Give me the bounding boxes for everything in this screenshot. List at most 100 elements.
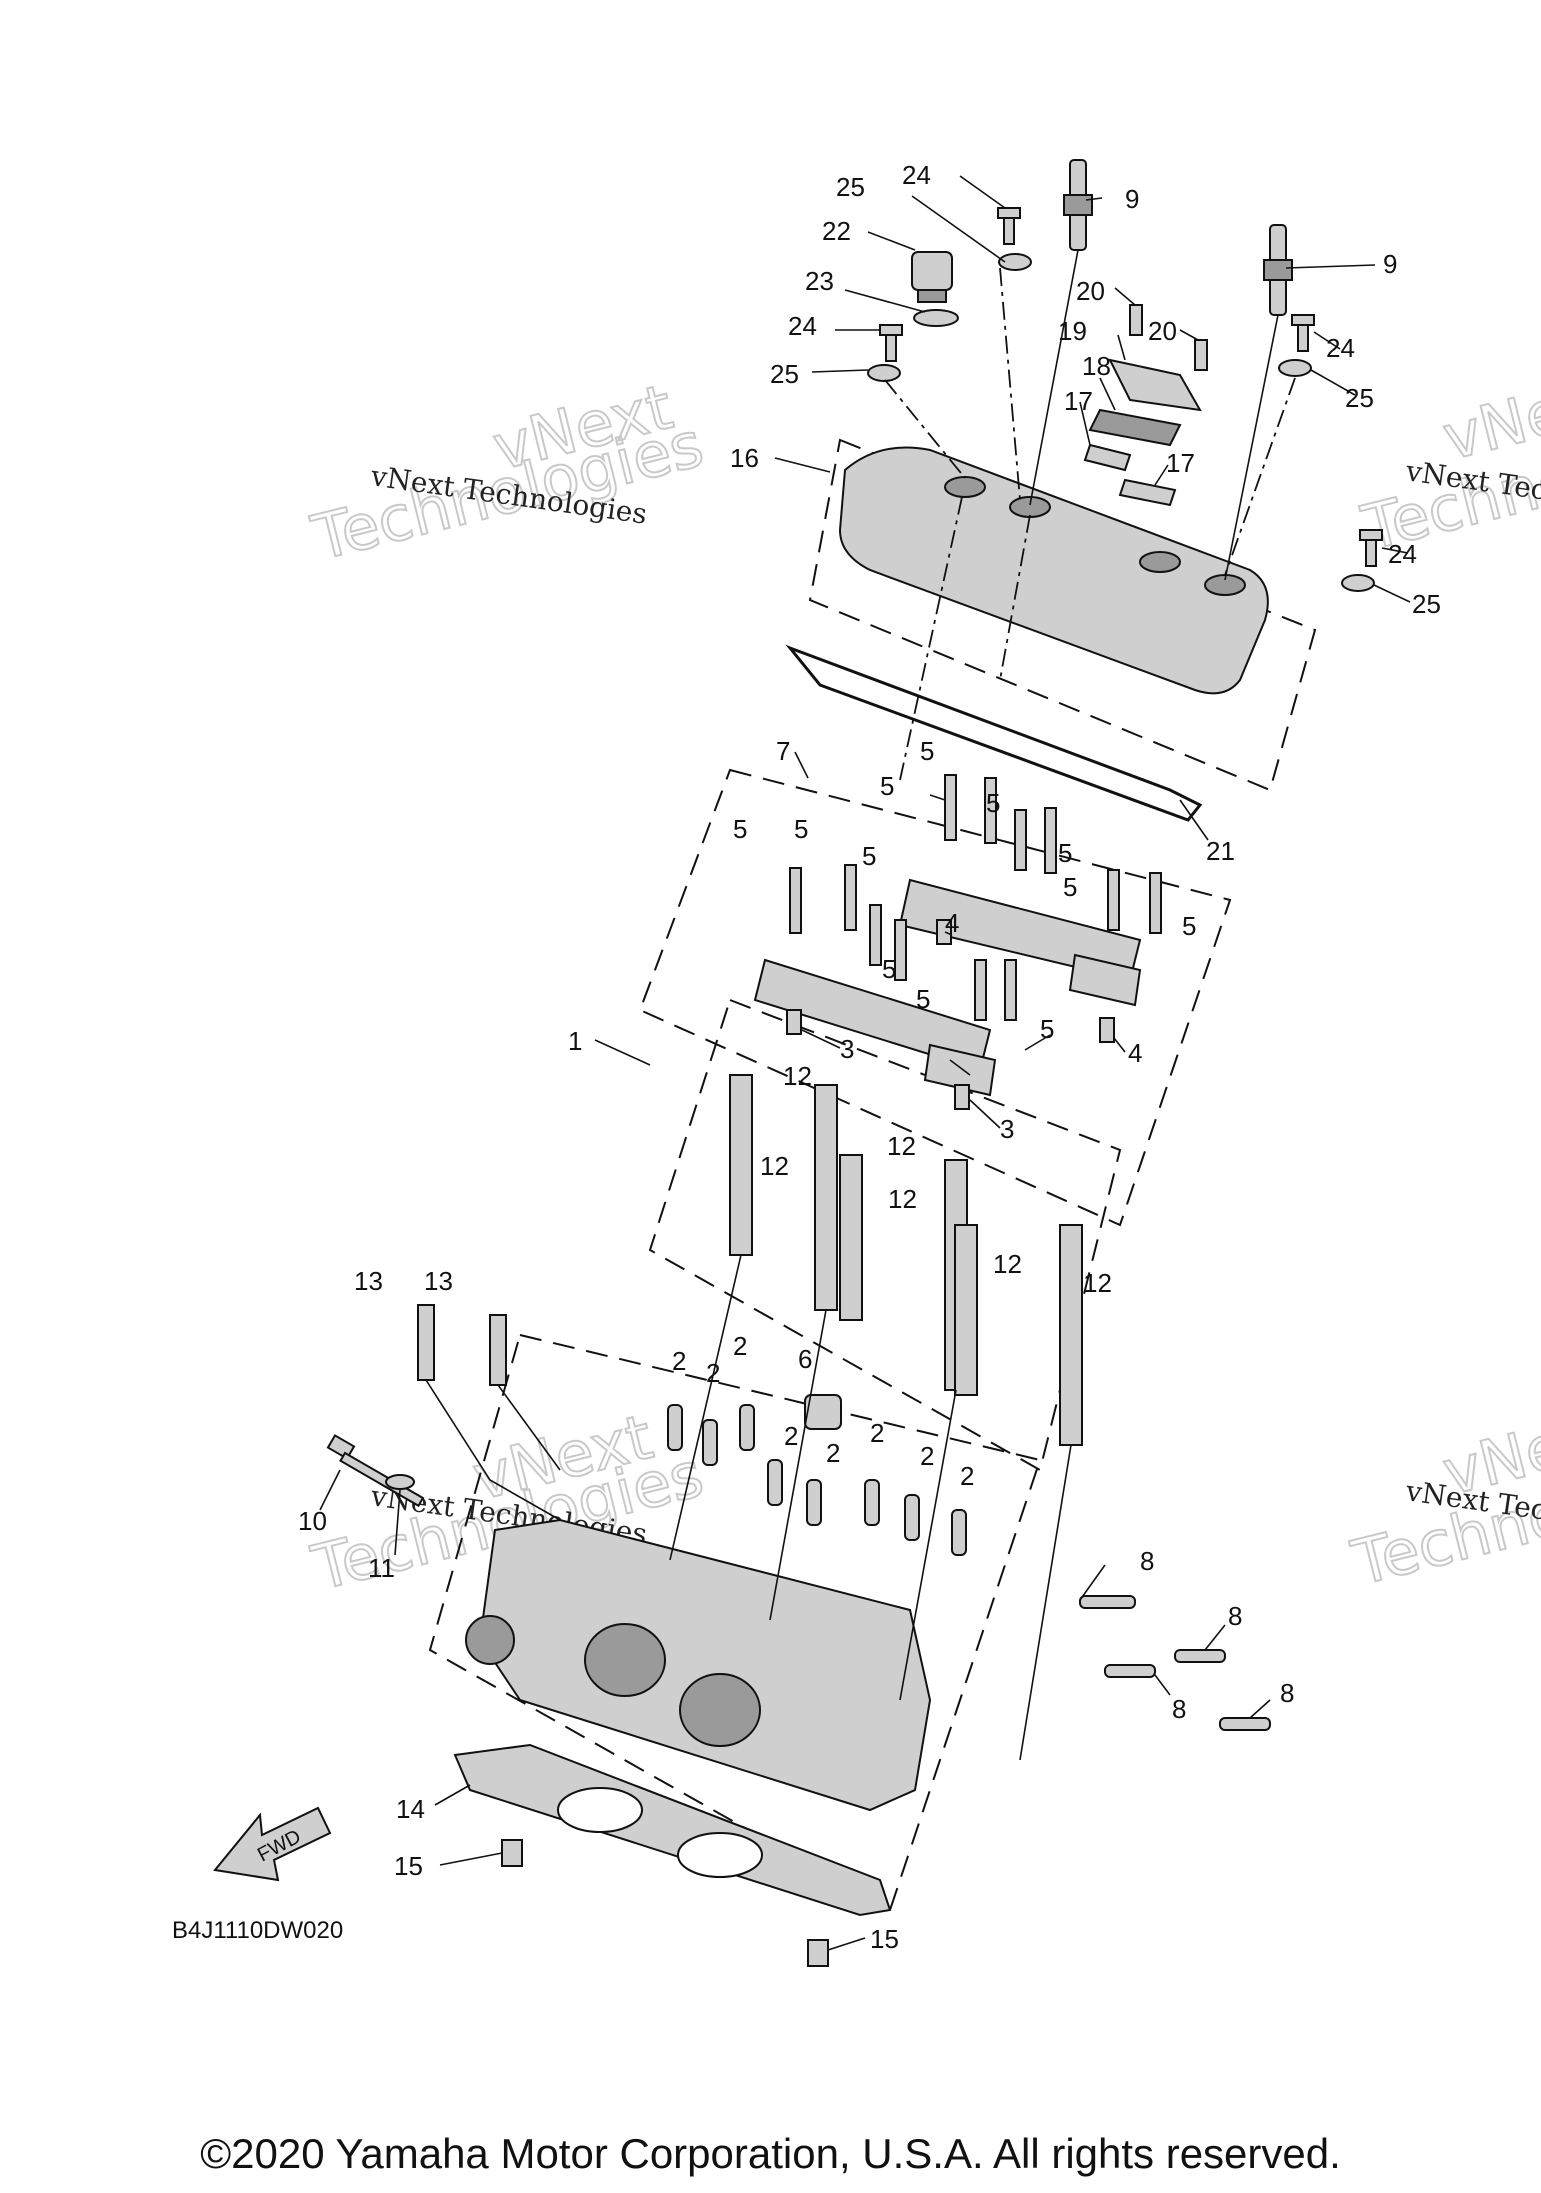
callout-5: 5 bbox=[1063, 872, 1077, 902]
callout-12: 12 bbox=[760, 1151, 789, 1181]
callout-24: 24 bbox=[1326, 333, 1355, 363]
callout-12: 12 bbox=[1083, 1268, 1112, 1298]
valve-cover-16[interactable] bbox=[838, 446, 1269, 695]
callout-20: 20 bbox=[1076, 276, 1105, 306]
fwd-arrow-icon: FWD bbox=[213, 1806, 332, 1882]
dowel-15-b[interactable] bbox=[807, 1939, 829, 1967]
washer-25-right[interactable] bbox=[1278, 359, 1312, 377]
gasket-18[interactable] bbox=[1088, 408, 1182, 447]
dowel-4-a[interactable] bbox=[936, 919, 952, 945]
camshaft-cap-front[interactable] bbox=[753, 958, 997, 1097]
bolt-24-left[interactable] bbox=[879, 324, 903, 362]
callout-15: 15 bbox=[394, 1851, 423, 1881]
callout-2: 2 bbox=[784, 1421, 798, 1451]
spark-plug-2[interactable] bbox=[1263, 224, 1293, 316]
bolt-13-b[interactable] bbox=[489, 1314, 507, 1386]
watermark-right-bottom: vNext Technologies vNext Technologies bbox=[1344, 1394, 1541, 1601]
callout-12-group: 12 12 12 12 12 12 bbox=[760, 1061, 1112, 1298]
callout-10: 10 bbox=[298, 1506, 327, 1536]
callout-24: 24 bbox=[788, 311, 817, 341]
head-gasket-14[interactable] bbox=[453, 1743, 892, 1917]
plate-17-a[interactable] bbox=[1083, 443, 1132, 472]
callout-25: 25 bbox=[1345, 383, 1374, 413]
callout-18: 18 bbox=[1082, 351, 1111, 381]
bolt-10[interactable] bbox=[326, 1434, 425, 1508]
o-ring-23[interactable] bbox=[913, 309, 959, 327]
callout-19: 19 bbox=[1058, 316, 1087, 346]
callout-5: 5 bbox=[1182, 911, 1196, 941]
cylinder-head[interactable] bbox=[465, 1518, 932, 1812]
callout-25: 25 bbox=[1412, 589, 1441, 619]
callout-2: 2 bbox=[920, 1441, 934, 1471]
watermark-left-top: vNext Technologies vNext Technologies bbox=[304, 369, 711, 576]
callout-12: 12 bbox=[783, 1061, 812, 1091]
washer-25-top[interactable] bbox=[998, 253, 1032, 271]
oil-seal-6[interactable] bbox=[804, 1394, 842, 1430]
studs-8[interactable] bbox=[1079, 1595, 1271, 1731]
callout-23: 23 bbox=[805, 266, 834, 296]
callout-11: 11 bbox=[368, 1553, 395, 1583]
dowel-3-b[interactable] bbox=[954, 1084, 970, 1110]
callout-8: 8 bbox=[1172, 1694, 1186, 1724]
bolt-20-a[interactable] bbox=[1129, 304, 1143, 336]
callout-17: 17 bbox=[1166, 448, 1195, 478]
callout-5: 5 bbox=[920, 736, 934, 766]
spark-plug-1[interactable] bbox=[1063, 159, 1093, 251]
washer-25-left[interactable] bbox=[867, 364, 901, 382]
callout-7: 7 bbox=[776, 736, 790, 766]
callout-5: 5 bbox=[733, 814, 747, 844]
callout-6: 6 bbox=[798, 1344, 812, 1374]
callouts: 1 2 2 2 2 2 2 2 2 3 3 4 4 5 5 5 5 5 5 5 … bbox=[298, 160, 1441, 1954]
callout-24: 24 bbox=[902, 160, 931, 190]
camshaft-cap-group-box bbox=[638, 768, 1232, 1227]
callout-12: 12 bbox=[888, 1184, 917, 1214]
breather-cover-19[interactable] bbox=[1108, 358, 1202, 412]
callout-17: 17 bbox=[1064, 386, 1093, 416]
leader-lines bbox=[319, 175, 1411, 1951]
bolt-24-far-right[interactable] bbox=[1359, 529, 1383, 567]
callout-2: 2 bbox=[960, 1461, 974, 1491]
plate-17-b[interactable] bbox=[1118, 478, 1177, 507]
dowel-4-b[interactable] bbox=[1099, 1017, 1115, 1043]
callout-4: 4 bbox=[945, 908, 959, 938]
dowel-3-a[interactable] bbox=[786, 1009, 802, 1035]
callout-4: 4 bbox=[1128, 1038, 1142, 1068]
callout-8: 8 bbox=[1140, 1546, 1154, 1576]
callout-1: 1 bbox=[568, 1026, 582, 1056]
cylinder-head-group-box bbox=[428, 1333, 1042, 1912]
bolt-13-a[interactable] bbox=[417, 1304, 435, 1381]
callout-2: 2 bbox=[733, 1331, 747, 1361]
callout-3: 3 bbox=[840, 1034, 854, 1064]
callout-20: 20 bbox=[1148, 316, 1177, 346]
callout-2: 2 bbox=[672, 1346, 686, 1376]
bolt-24-right[interactable] bbox=[1291, 314, 1315, 352]
callout-2: 2 bbox=[870, 1418, 884, 1448]
callout-5: 5 bbox=[1058, 838, 1072, 868]
bolt-24-top[interactable] bbox=[997, 207, 1021, 245]
callout-12: 12 bbox=[887, 1131, 916, 1161]
callout-2: 2 bbox=[706, 1358, 720, 1388]
callout-14: 14 bbox=[396, 1794, 425, 1824]
callout-3: 3 bbox=[1000, 1114, 1014, 1144]
cam-cap-bolts-5[interactable] bbox=[789, 774, 1162, 1021]
drawing-code: B4J1110DW020 bbox=[172, 1917, 343, 1944]
washer-25-far-right[interactable] bbox=[1341, 574, 1375, 592]
callout-5: 5 bbox=[794, 814, 808, 844]
camshaft-cap-rear[interactable] bbox=[898, 878, 1142, 1007]
oil-filler-cap-22[interactable] bbox=[911, 251, 953, 303]
alignment-lines bbox=[425, 249, 1296, 1761]
bolt-20-b[interactable] bbox=[1194, 339, 1208, 371]
callout-5: 5 bbox=[882, 954, 896, 984]
callout-5: 5 bbox=[880, 771, 894, 801]
callout-13: 13 bbox=[424, 1266, 453, 1296]
head-bolts-12[interactable] bbox=[729, 1074, 1083, 1446]
washer-11[interactable] bbox=[385, 1474, 415, 1490]
valve-guides-2[interactable] bbox=[667, 1404, 967, 1556]
callout-25: 25 bbox=[836, 172, 865, 202]
callout-5: 5 bbox=[1040, 1014, 1054, 1044]
valve-cover-gasket-21[interactable] bbox=[785, 644, 1203, 822]
callout-5: 5 bbox=[986, 788, 1000, 818]
callout-24: 24 bbox=[1388, 539, 1417, 569]
dowel-15-a[interactable] bbox=[501, 1839, 523, 1867]
